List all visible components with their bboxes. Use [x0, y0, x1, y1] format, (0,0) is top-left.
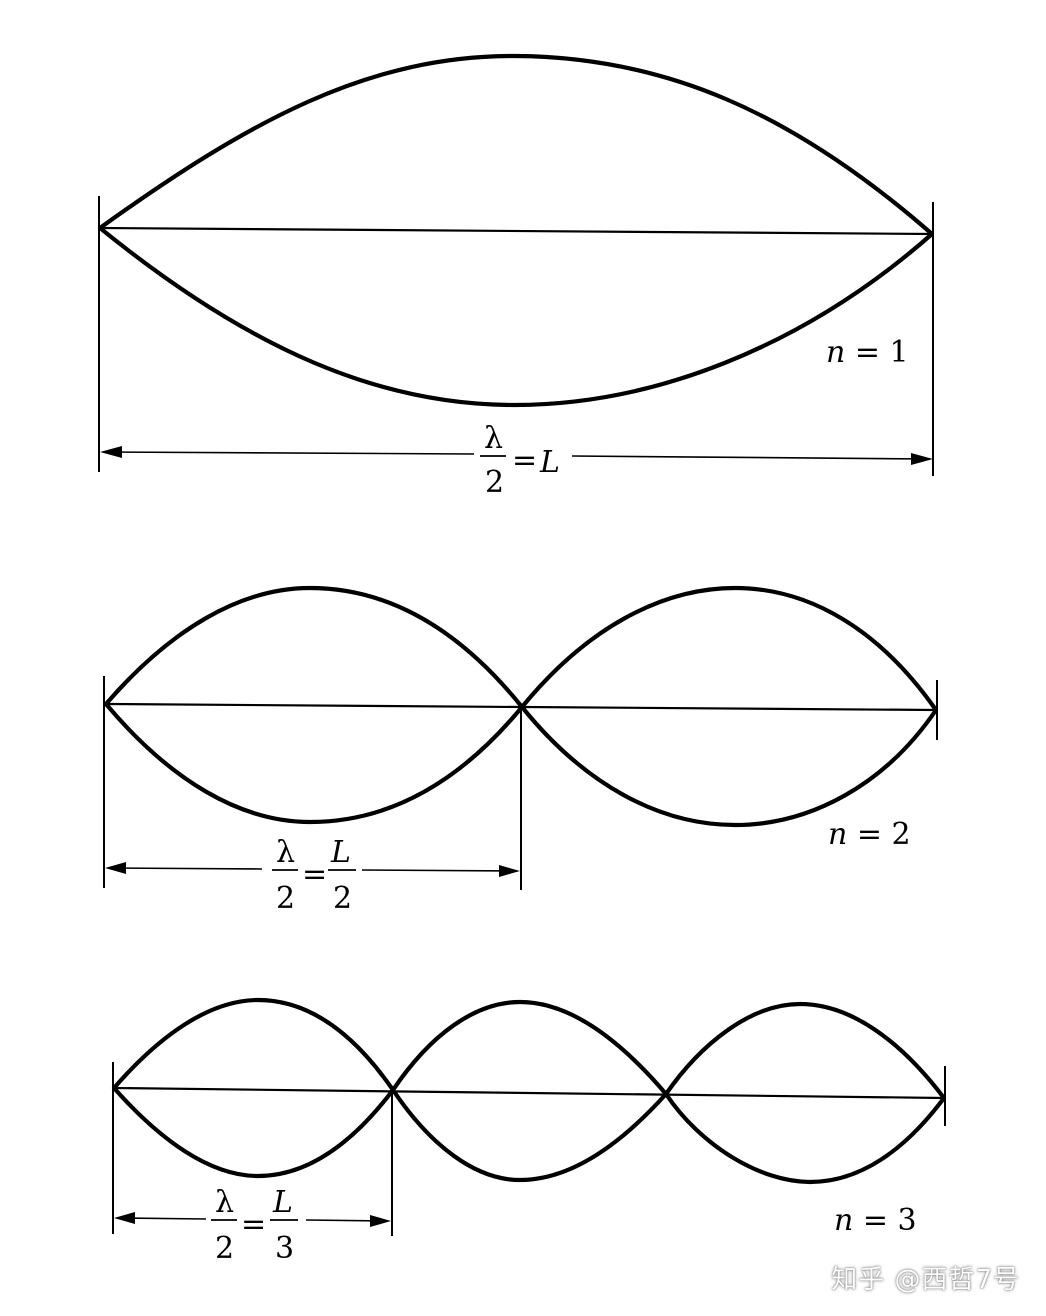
dimension-line: [571, 455, 929, 460]
denominator: 2: [215, 1231, 234, 1266]
equals-sign: =: [512, 443, 537, 478]
upper-envelope: [103, 585, 939, 713]
denominator: 3: [275, 1231, 294, 1266]
formula: λ 2 = L: [480, 421, 560, 500]
mode-equals: =: [853, 1203, 897, 1238]
lambda-symbol: λ: [276, 835, 295, 870]
dimension-line: [103, 451, 475, 455]
lambda-symbol: λ: [484, 421, 503, 456]
formula: λ 2 = L 2: [272, 835, 356, 916]
mode-equals: =: [845, 335, 889, 370]
mode-variable: n: [826, 335, 845, 370]
length-symbol: L: [539, 445, 560, 480]
mode-label: n = 3: [834, 1203, 917, 1238]
upper-envelope: [111, 997, 947, 1101]
mode-number: 1: [890, 335, 909, 370]
denominator: 2: [485, 465, 504, 500]
mode-2-diagram: λ 2 = L 2 n = 2: [103, 585, 939, 916]
equals-sign: =: [241, 1207, 266, 1242]
arrow-left-icon: [114, 1212, 135, 1224]
mode-label: n = 2: [828, 817, 911, 852]
arrow-left-icon: [100, 446, 122, 458]
dimension-line: [107, 867, 263, 870]
watermark: 知乎 @西哲7号: [831, 1265, 1020, 1295]
arrow-left-icon: [105, 862, 126, 874]
lambda-symbol: λ: [215, 1185, 234, 1220]
arrow-right-icon: [370, 1215, 391, 1227]
mode-label: n = 1: [826, 335, 909, 370]
equals-sign: =: [302, 857, 327, 892]
lower-envelope: [97, 225, 935, 408]
string-baseline: [99, 226, 933, 236]
mode-number: 3: [898, 1203, 917, 1238]
length-symbol: L: [272, 1185, 293, 1220]
formula: λ 2 = L 3: [211, 1185, 298, 1266]
arrow-right-icon: [499, 865, 520, 877]
mode-number: 2: [892, 817, 911, 852]
mode-equals: =: [847, 817, 891, 852]
lower-envelope: [111, 1085, 947, 1185]
denominator: 2: [333, 881, 352, 916]
string-baseline: [113, 1086, 945, 1100]
mode-1-diagram: λ 2 = L n = 1: [97, 53, 935, 500]
arrow-right-icon: [911, 453, 933, 465]
mode-variable: n: [834, 1203, 853, 1238]
length-symbol: L: [330, 835, 351, 870]
mode-3-diagram: λ 2 = L 3 n = 3: [111, 997, 947, 1266]
denominator: 2: [276, 881, 295, 916]
upper-envelope: [97, 53, 935, 237]
dimension-line: [361, 869, 517, 872]
mode-variable: n: [828, 817, 847, 852]
